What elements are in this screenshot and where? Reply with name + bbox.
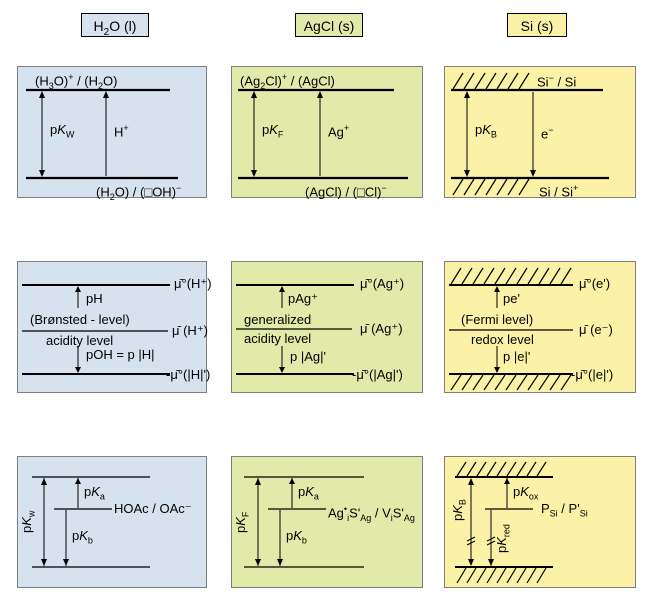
couple-label: Ag•iS'Ag / ViS'Ag <box>328 504 415 523</box>
panel-agcl-levels: μ̄°(Ag⁺) μ̄ (Ag⁺) -μ̄°(|Ag|') pAg⁺ gener… <box>231 261 423 393</box>
level-label-top: μ̄°(Ag⁺) <box>360 276 405 291</box>
level-label-top: μ̄°(e') <box>579 276 611 291</box>
outer-pk-label: pKF <box>233 511 251 533</box>
lower-pk-label: pKb <box>286 528 307 546</box>
carrier-label: Ag+ <box>328 123 350 140</box>
header-agcl: AgCl (s) <box>295 13 363 37</box>
lower-pk-label: pKred <box>494 524 512 553</box>
panel-h2o-pk: pKw pKa pKb HOAc / OAc⁻ <box>17 456 207 588</box>
panel-agcl-bands: (Ag2Cl)+ / (AgCl) (AgCl) / (□Cl)− pKF Ag… <box>231 66 423 200</box>
level-label-bottom: -μ̄°(|H|') <box>166 367 211 382</box>
level-label-top: (H3O)+ / (H2O) <box>35 72 118 91</box>
couple-label: HOAc / OAc⁻ <box>114 501 192 516</box>
level-label-mid: μ̄ (Ag⁺) <box>360 321 403 336</box>
level-diagram-agcl <box>236 284 354 375</box>
upper-pk-label: pKa <box>298 484 319 502</box>
panel-si-bands: Si− / Si Si / Si+ pKB e− <box>444 66 636 200</box>
pk-diagram-h2o <box>32 476 150 568</box>
up-label: pH <box>86 291 103 306</box>
band-diagram-si <box>451 72 609 196</box>
level-diagram-h2o <box>22 284 170 375</box>
outer-pk-label: pKw <box>19 510 37 533</box>
lower-pk-label: pKb <box>72 528 93 546</box>
level-label-bottom: -μ̄°(|Ag|') <box>352 367 403 382</box>
up-label: pAg⁺ <box>288 291 318 306</box>
level-label-top: Si− / Si <box>537 73 577 90</box>
panel-h2o-bands: (H3O)+ / (H2O) (H2O) / (□OH)− pKW H+ <box>17 66 207 202</box>
level-label-top: μ̄°(H⁺) <box>174 276 212 291</box>
pk-label: pKF <box>262 122 284 140</box>
panel-h2o-levels: μ̄°(H⁺) μ̄ (H⁺) -μ̄°(|H|') pH (Brønsted … <box>17 261 212 393</box>
header-h2o: H2O (l) <box>81 13 149 38</box>
upper-pk-label: pKox <box>513 484 539 502</box>
mid-text-1: (Brønsted - level) <box>30 312 130 327</box>
upper-pk-label: pKa <box>84 484 105 502</box>
outer-pk-label: pKB <box>450 499 468 521</box>
panel-si-levels: μ̄°(e') μ̄ (e⁻) -μ̄°(|e|') pe' (Fermi le… <box>444 261 636 393</box>
level-label-mid: μ̄ (H⁺) <box>172 323 209 338</box>
mid-text-1: (Fermi level) <box>461 312 534 327</box>
couple-label: PSi / P'Si <box>541 501 588 519</box>
pk-diagram-agcl <box>244 476 364 568</box>
pk-diagram-si <box>455 461 553 584</box>
level-label-mid: μ̄ (e⁻) <box>579 322 613 337</box>
down-label: p |Ag|' <box>290 349 326 364</box>
mid-text-1: generalized <box>244 312 312 327</box>
band-diagram-h2o <box>26 88 178 180</box>
panel-si-pk: pKB pKox pKred PSi / P'Si <box>444 456 636 588</box>
level-label-bottom: Si / Si+ <box>539 183 579 200</box>
pk-label: pKB <box>475 122 497 140</box>
down-label: pOH = p |H| <box>86 347 155 362</box>
level-label-bottom: -μ̄°(|e|') <box>571 367 614 382</box>
header-si: Si (s) <box>507 13 567 37</box>
carrier-label: H+ <box>114 123 129 140</box>
mid-text-2: acidity level <box>244 331 312 346</box>
mid-text-2: redox level <box>471 332 534 347</box>
level-label-bottom: (AgCl) / (□Cl)− <box>305 183 387 200</box>
level-diagram-si <box>449 267 573 391</box>
carrier-label: e− <box>541 125 554 142</box>
up-label: pe' <box>503 291 520 306</box>
mid-text-2: acidity level <box>46 333 114 348</box>
panel-agcl-pk: pKF pKa pKb Ag•iS'Ag / ViS'Ag <box>231 456 423 588</box>
down-label: p |e|' <box>503 349 531 364</box>
pk-label: pKW <box>50 122 75 140</box>
level-label-bottom: (H2O) / (□OH)− <box>96 183 182 202</box>
level-label-top: (Ag2Cl)+ / (AgCl) <box>240 72 335 91</box>
band-diagram-agcl <box>238 88 408 180</box>
